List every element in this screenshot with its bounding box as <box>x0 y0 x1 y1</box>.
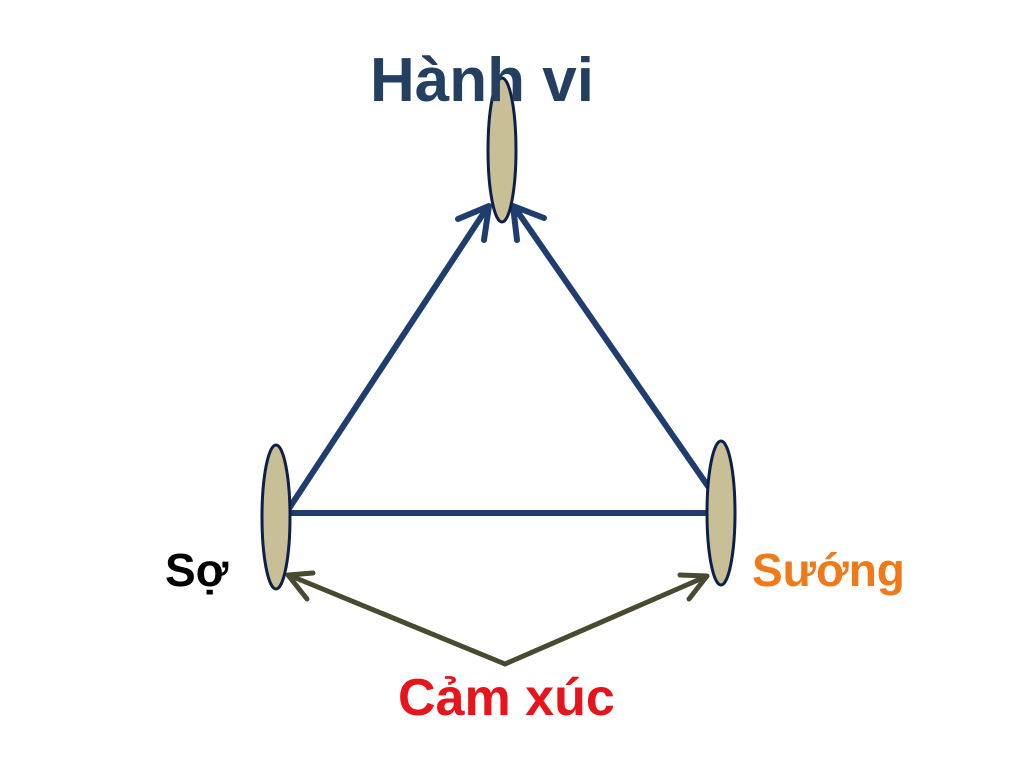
edge-left-to-top <box>285 205 490 513</box>
edge-right-to-top <box>512 205 715 495</box>
arrow-emotion-to-left <box>288 573 508 667</box>
arrowhead-emotion-to-right <box>677 572 710 602</box>
pleasure-label: Sướng <box>752 544 905 596</box>
fear-label: Sợ <box>165 544 229 596</box>
emotion-label: Cảm xúc <box>398 669 615 727</box>
arrowhead-left-to-top <box>455 203 492 243</box>
arrowhead-right-to-top <box>510 203 547 243</box>
node-right <box>705 439 737 587</box>
node-top <box>486 76 518 224</box>
arrowhead-emotion-to-left <box>285 570 316 602</box>
arrow-emotion-to-right <box>502 574 708 667</box>
behavior-title: Hành vi <box>370 46 594 115</box>
node-left <box>260 443 292 591</box>
